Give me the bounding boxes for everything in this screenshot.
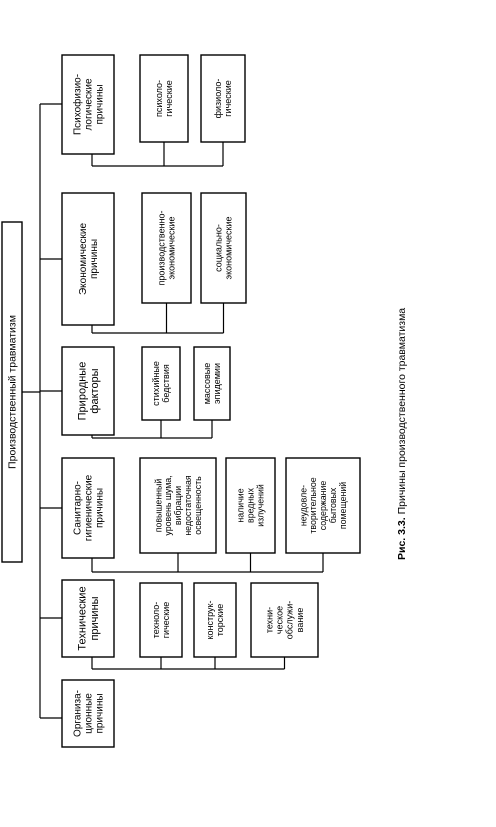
child-label-san-0-line: освещенность xyxy=(193,476,203,535)
category-label-econ: Экономическиепричины xyxy=(78,223,100,296)
child-label-econ-1: социально-экономические xyxy=(214,217,234,280)
child-label-san-1-line: наличие xyxy=(236,488,246,522)
child-label-psy-0: психоло-гические xyxy=(154,80,174,117)
child-label-econ-0-line: экономические xyxy=(167,217,177,280)
child-label-tech-2-line: ческое xyxy=(275,606,285,634)
child-label-san-0: повышенныйуровень шума,вибрациинедостато… xyxy=(153,475,202,536)
child-label-econ-0-line: производственно- xyxy=(157,210,167,285)
child-label-san-2-line: неудовле- xyxy=(298,485,308,526)
category-label-psy-line: Психофизио- xyxy=(71,74,83,135)
category-label-nat-line: Природные xyxy=(77,362,89,421)
category-box-san xyxy=(61,457,115,559)
category-label-san-line: причины xyxy=(95,488,106,528)
child-label-san-2: неудовле-творительноесодержаниебытовыхпо… xyxy=(298,477,347,533)
category-label-org-line: причины xyxy=(95,693,106,733)
child-label-econ-1-line: экономические xyxy=(224,217,234,280)
category-box-nat xyxy=(61,346,115,436)
child-label-san-2-line: содержание xyxy=(318,481,328,531)
child-label-econ-1-line: социально- xyxy=(214,224,224,272)
figure-caption-text: Причины производственного травматизма xyxy=(396,307,408,515)
child-label-tech-1-line: торские xyxy=(215,604,225,637)
child-box-tech-2 xyxy=(250,582,319,658)
category-label-san: Санитарно-гигиеническиепричины xyxy=(72,474,105,541)
figure-caption-label: Рис. 3.3. xyxy=(396,517,408,560)
child-label-nat-1-line: эпидемии xyxy=(212,363,222,404)
child-label-tech-2-line: вание xyxy=(295,608,305,633)
category-label-org-line: Организа- xyxy=(72,690,83,737)
child-box-nat-1 xyxy=(193,346,231,421)
child-label-san-1-line: излучений xyxy=(255,484,265,527)
child-label-san-1: наличиевредныхизлучений xyxy=(236,484,266,527)
category-label-san-line: Санитарно- xyxy=(72,481,83,535)
root-label: Производственный травматизм xyxy=(7,315,19,469)
child-box-san-2 xyxy=(285,457,361,554)
child-label-san-0-line: повышенный xyxy=(153,479,163,533)
child-label-san-1-line: вредных xyxy=(246,487,256,523)
child-label-san-2-line: творительное xyxy=(308,477,318,533)
child-box-san-0 xyxy=(139,457,217,554)
child-box-san-1 xyxy=(225,457,276,554)
category-label-nat-line: факторы xyxy=(89,368,101,413)
child-label-nat-0-line: бедствия xyxy=(161,364,171,403)
root-label-line: Производственный травматизм xyxy=(7,315,19,469)
child-box-econ-0 xyxy=(141,192,192,304)
category-label-psy-line: причины xyxy=(95,84,106,124)
child-label-tech-0-line: техноло- xyxy=(151,602,161,638)
child-label-tech-0: техноло-гические xyxy=(151,602,171,638)
category-box-org xyxy=(61,679,115,748)
child-label-san-0-line: недостаточная xyxy=(183,475,193,536)
child-label-tech-2-line: обслужи- xyxy=(285,601,295,639)
child-label-psy-1-line: физиоло- xyxy=(213,79,223,119)
child-label-tech-2-line: техни- xyxy=(265,607,275,633)
category-label-econ-line: причины xyxy=(89,239,100,279)
child-box-psy-1 xyxy=(200,54,246,143)
category-label-tech-line: Технические xyxy=(77,586,89,650)
category-box-psy xyxy=(61,54,115,155)
child-label-nat-1-line: массовые xyxy=(202,363,212,405)
child-label-tech-2: техни-ческоеобслужи-вание xyxy=(265,601,305,639)
category-label-psy: Психофизио-логическиепричины xyxy=(71,74,105,135)
category-label-tech: Техническиепричины xyxy=(77,586,101,650)
child-label-nat-0: стихийныебедствия xyxy=(151,361,171,406)
child-label-psy-1-line: гические xyxy=(223,80,233,116)
child-label-tech-1-line: конструк- xyxy=(205,601,215,640)
child-label-nat-0-line: стихийные xyxy=(151,361,161,406)
child-label-psy-0-line: психоло- xyxy=(154,80,164,117)
category-box-econ xyxy=(61,192,115,326)
child-label-san-0-line: уровень шума, xyxy=(163,475,173,535)
child-label-econ-0: производственно-экономические xyxy=(157,210,177,285)
child-label-san-0-line: вибрации xyxy=(173,486,183,525)
child-box-tech-1 xyxy=(193,582,237,658)
child-label-tech-1: конструк-торские xyxy=(205,601,225,640)
category-box-tech xyxy=(61,579,115,658)
figure-caption: Рис. 3.3. Причины производственного трав… xyxy=(396,0,408,560)
child-label-san-2-line: бытовых xyxy=(328,487,338,523)
category-label-san-line: гигиенические xyxy=(84,474,95,541)
category-label-psy-line: логические xyxy=(84,78,95,130)
child-label-nat-1: массовыеэпидемии xyxy=(202,363,222,405)
category-label-econ-line: Экономические xyxy=(78,223,89,296)
root-box xyxy=(1,221,23,563)
child-box-psy-0 xyxy=(139,54,189,143)
child-label-psy-0-line: гические xyxy=(164,80,174,116)
category-label-org: Организа-ционныепричины xyxy=(72,690,105,737)
category-label-org-line: ционные xyxy=(84,693,95,734)
child-label-san-2-line: помещений xyxy=(338,482,348,529)
child-box-nat-0 xyxy=(141,346,181,421)
child-box-econ-1 xyxy=(200,192,247,304)
child-label-tech-0-line: гические xyxy=(161,602,171,638)
child-box-tech-0 xyxy=(139,582,183,658)
child-label-psy-1: физиоло-гические xyxy=(213,79,233,119)
category-label-nat: Природныефакторы xyxy=(77,362,101,421)
category-label-tech-line: причины xyxy=(89,596,101,640)
